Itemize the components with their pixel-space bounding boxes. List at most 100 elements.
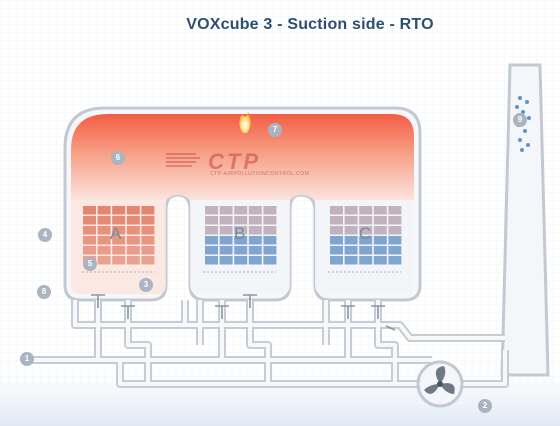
damper-valve-icon [91,294,396,331]
bed-cell [112,216,126,225]
logo-url: CTP-AIRPOLLUTIONCONTROL.COM [210,171,310,177]
bed-cell [330,236,343,245]
bed-cell [141,216,155,225]
bed-cell [263,216,277,225]
bed-cell [234,206,248,215]
bed-cell [126,246,140,255]
bed-label-b: B [234,224,246,243]
bed-cell [83,246,96,255]
bed-cell [344,246,358,255]
bed-cell [141,246,155,255]
bed-cell [373,236,387,245]
callout-3: 3 [139,278,153,292]
bed-cell [205,206,218,215]
callout-9: 9 [513,113,527,127]
bed-cell [126,206,140,215]
bed-cell [219,256,233,265]
bed-cell [344,256,358,265]
bed-cell [219,216,233,225]
bed-cell [205,226,218,235]
bed-cell [263,236,277,245]
callout-6: 6 [111,151,125,165]
bed-cell [83,206,96,215]
flame-icon [239,112,251,133]
bed-cell [373,256,387,265]
bed-cell [248,236,262,245]
bed-label-c: C [359,224,372,243]
logo-mark [166,153,202,167]
bed-cell [248,256,262,265]
bed-cell [388,246,402,255]
exhaust-stack [500,63,550,377]
bed-cell [234,246,248,255]
bed-cell [359,236,373,245]
bed-cell [344,226,358,235]
bed-cell [359,256,373,265]
bed-cell [330,246,343,255]
bed-cell [248,246,262,255]
bed-cell [205,246,218,255]
bed-label-a: A [110,224,122,243]
bed-cell [263,246,277,255]
bed-cell [112,206,126,215]
bed-cell [205,236,218,245]
bed-cell [126,216,140,225]
bed-cell [234,226,248,235]
chamber-hot-zone [71,114,414,200]
media-beds [83,206,402,265]
bed-cell [359,216,373,225]
bed-cell [141,236,155,245]
bed-cell [373,206,387,215]
page-title: VOXcube 3 - Suction side - RTO [186,16,434,33]
bed-cell [388,256,402,265]
bed-cell [126,236,140,245]
callout-5: 5 [83,257,97,271]
fan-icon [416,360,464,408]
callout-8: 8 [37,285,51,299]
bed-cell [388,236,402,245]
bed-cell [359,226,373,235]
bed-cell [373,216,387,225]
bed-cell [112,256,126,265]
bed-cell [234,256,248,265]
bed-cell [263,256,277,265]
bed-cell [112,226,126,235]
bed-cell [388,206,402,215]
callout-4: 4 [38,228,52,242]
piping-inner [30,300,507,386]
bed-cell [205,256,218,265]
bed-cell [388,216,402,225]
bed-cell [344,236,358,245]
bed-cell [248,206,262,215]
bed-cell [248,226,262,235]
bed-cell [141,226,155,235]
bed-cell [330,256,343,265]
callout-7: 7 [268,123,282,137]
bed-cell [373,246,387,255]
bed-cell [205,216,218,225]
bed-cell [373,226,387,235]
logo-text: CTP [208,149,261,174]
bed-cell [97,236,111,245]
bed-cell [344,206,358,215]
bed-cell [330,216,343,225]
bed-cell [344,216,358,225]
bed-cell [219,226,233,235]
bed-cell [359,206,373,215]
bed-cell [97,246,111,255]
bed-cell [112,246,126,255]
bed-cell [112,236,126,245]
callout-2: 2 [478,399,492,413]
bed-cell [330,226,343,235]
bed-cell [330,206,343,215]
bed-cell [248,216,262,225]
bed-cell [97,206,111,215]
bed-cell [219,206,233,215]
bed-cell [126,226,140,235]
bed-cell [263,226,277,235]
bed-cell [263,206,277,215]
bed-cell [97,216,111,225]
bed-cell [83,216,96,225]
